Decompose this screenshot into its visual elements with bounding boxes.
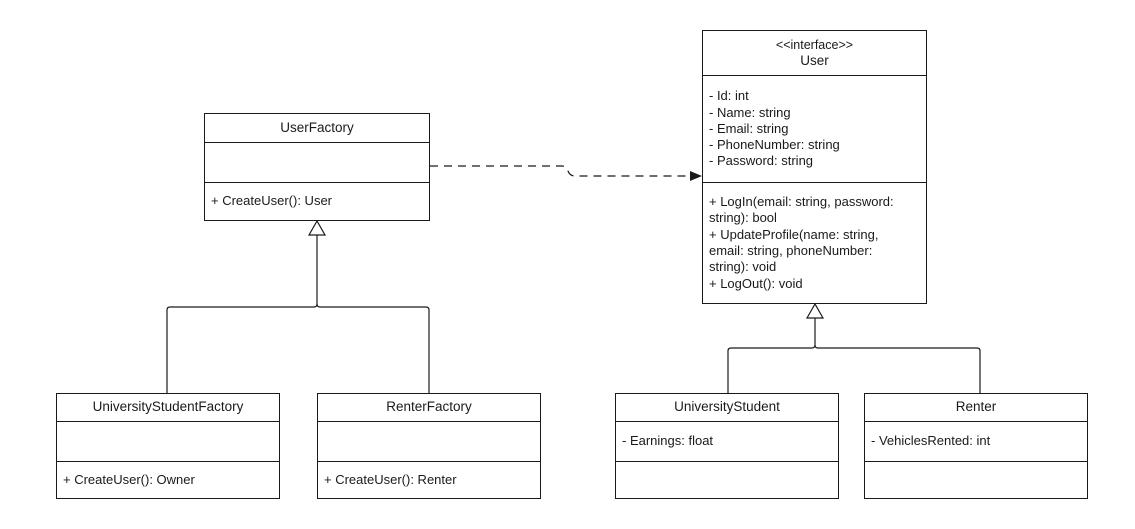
attribute: - Password: string (709, 153, 814, 169)
method: + CreateUser(): Renter (324, 471, 457, 487)
dependency-arrowhead (690, 171, 702, 181)
method: + LogIn(email: string, password: (709, 194, 894, 210)
class-name-compartment: UserFactory (205, 114, 429, 142)
attribute: - Email: string (709, 120, 789, 136)
dependency-edge (430, 165, 702, 177)
stereotype: <<interface>> (775, 37, 854, 52)
attributes-compartment (318, 421, 540, 461)
class-name-compartment: RenterFactory (318, 394, 540, 421)
class-name-compartment: <<interface>> User (703, 31, 926, 75)
class-name: User (800, 53, 829, 68)
generalization-arrowhead (805, 302, 825, 319)
attribute: - VehiclesRented: int (871, 433, 991, 449)
method: email: string, phoneNumber: (709, 243, 873, 258)
methods-compartment: + LogIn(email: string, password: string)… (703, 182, 926, 303)
methods-compartment (865, 461, 1087, 498)
class-name-compartment: UniversityStudent (616, 394, 838, 421)
class-renter[interactable]: Renter - VehiclesRented: int (864, 393, 1088, 499)
attributes-compartment (205, 142, 429, 182)
method: + UpdateProfile(name: string, (709, 226, 879, 242)
methods-compartment: + CreateUser(): User (205, 182, 429, 220)
generalization-users (727, 318, 981, 393)
method: string): bool (709, 210, 777, 226)
class-name: UniversityStudent (674, 399, 780, 415)
methods-compartment: + CreateUser(): Renter (318, 461, 540, 498)
class-university-student[interactable]: UniversityStudent - Earnings: float (615, 393, 839, 499)
class-renter-factory[interactable]: RenterFactory + CreateUser(): Renter (317, 393, 541, 499)
class-university-student-factory[interactable]: UniversityStudentFactory + CreateUser():… (56, 393, 280, 499)
attributes-compartment: - Earnings: float (616, 421, 838, 461)
class-name: UserFactory (280, 119, 354, 135)
method: + CreateUser(): Owner (63, 471, 195, 487)
generalization-factories (166, 235, 430, 393)
class-name: Renter (955, 399, 997, 415)
class-name: RenterFactory (386, 399, 472, 415)
attributes-compartment: - VehiclesRented: int (865, 421, 1087, 461)
class-name-compartment: UniversityStudentFactory (57, 394, 279, 421)
class-user-factory[interactable]: UserFactory + CreateUser(): User (204, 113, 430, 221)
class-name: UniversityStudentFactory (92, 399, 244, 415)
attribute: - PhoneNumber: string (709, 137, 840, 153)
method: string): void (709, 259, 777, 275)
attribute: - Name: string (709, 104, 791, 120)
method: + CreateUser(): User (211, 193, 332, 209)
methods-compartment: + CreateUser(): Owner (57, 461, 279, 498)
attribute: - Earnings: float (622, 433, 714, 449)
class-user-interface[interactable]: <<interface>> User - Id: int - Name: str… (702, 30, 927, 304)
attributes-compartment (57, 421, 279, 461)
method: + LogOut(): void (709, 275, 803, 291)
generalization-arrowhead (307, 219, 327, 236)
class-name-compartment: Renter (865, 394, 1087, 421)
methods-compartment (616, 461, 838, 498)
attribute: - Id: int (709, 88, 749, 104)
attributes-compartment: - Id: int - Name: string - Email: string… (703, 75, 926, 182)
